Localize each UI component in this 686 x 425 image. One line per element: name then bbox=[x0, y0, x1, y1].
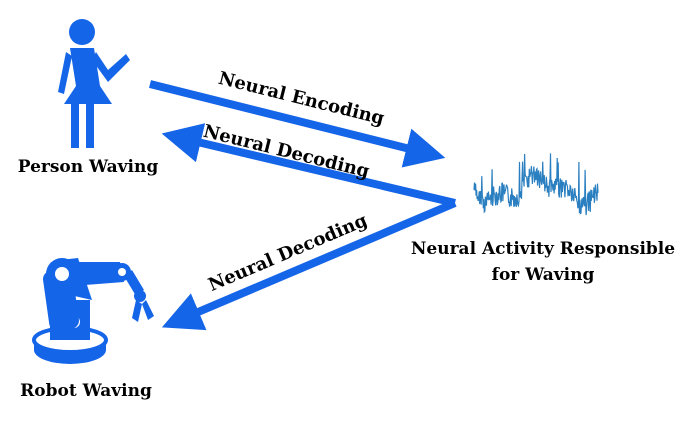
person-waving-icon bbox=[58, 19, 130, 148]
robot-arm-icon bbox=[32, 258, 154, 364]
decoding-robot-arrow bbox=[161, 199, 457, 331]
person-label: Person Waving bbox=[18, 157, 159, 177]
decoding-person-arrow bbox=[161, 123, 456, 207]
robot-label: Robot Waving bbox=[20, 381, 152, 401]
neural-label-line2: for Waving bbox=[492, 265, 595, 285]
neural-signal-icon bbox=[473, 153, 599, 216]
neural-label-line1: Neural Activity Responsible bbox=[411, 239, 675, 259]
encoding-arrow bbox=[149, 80, 446, 168]
